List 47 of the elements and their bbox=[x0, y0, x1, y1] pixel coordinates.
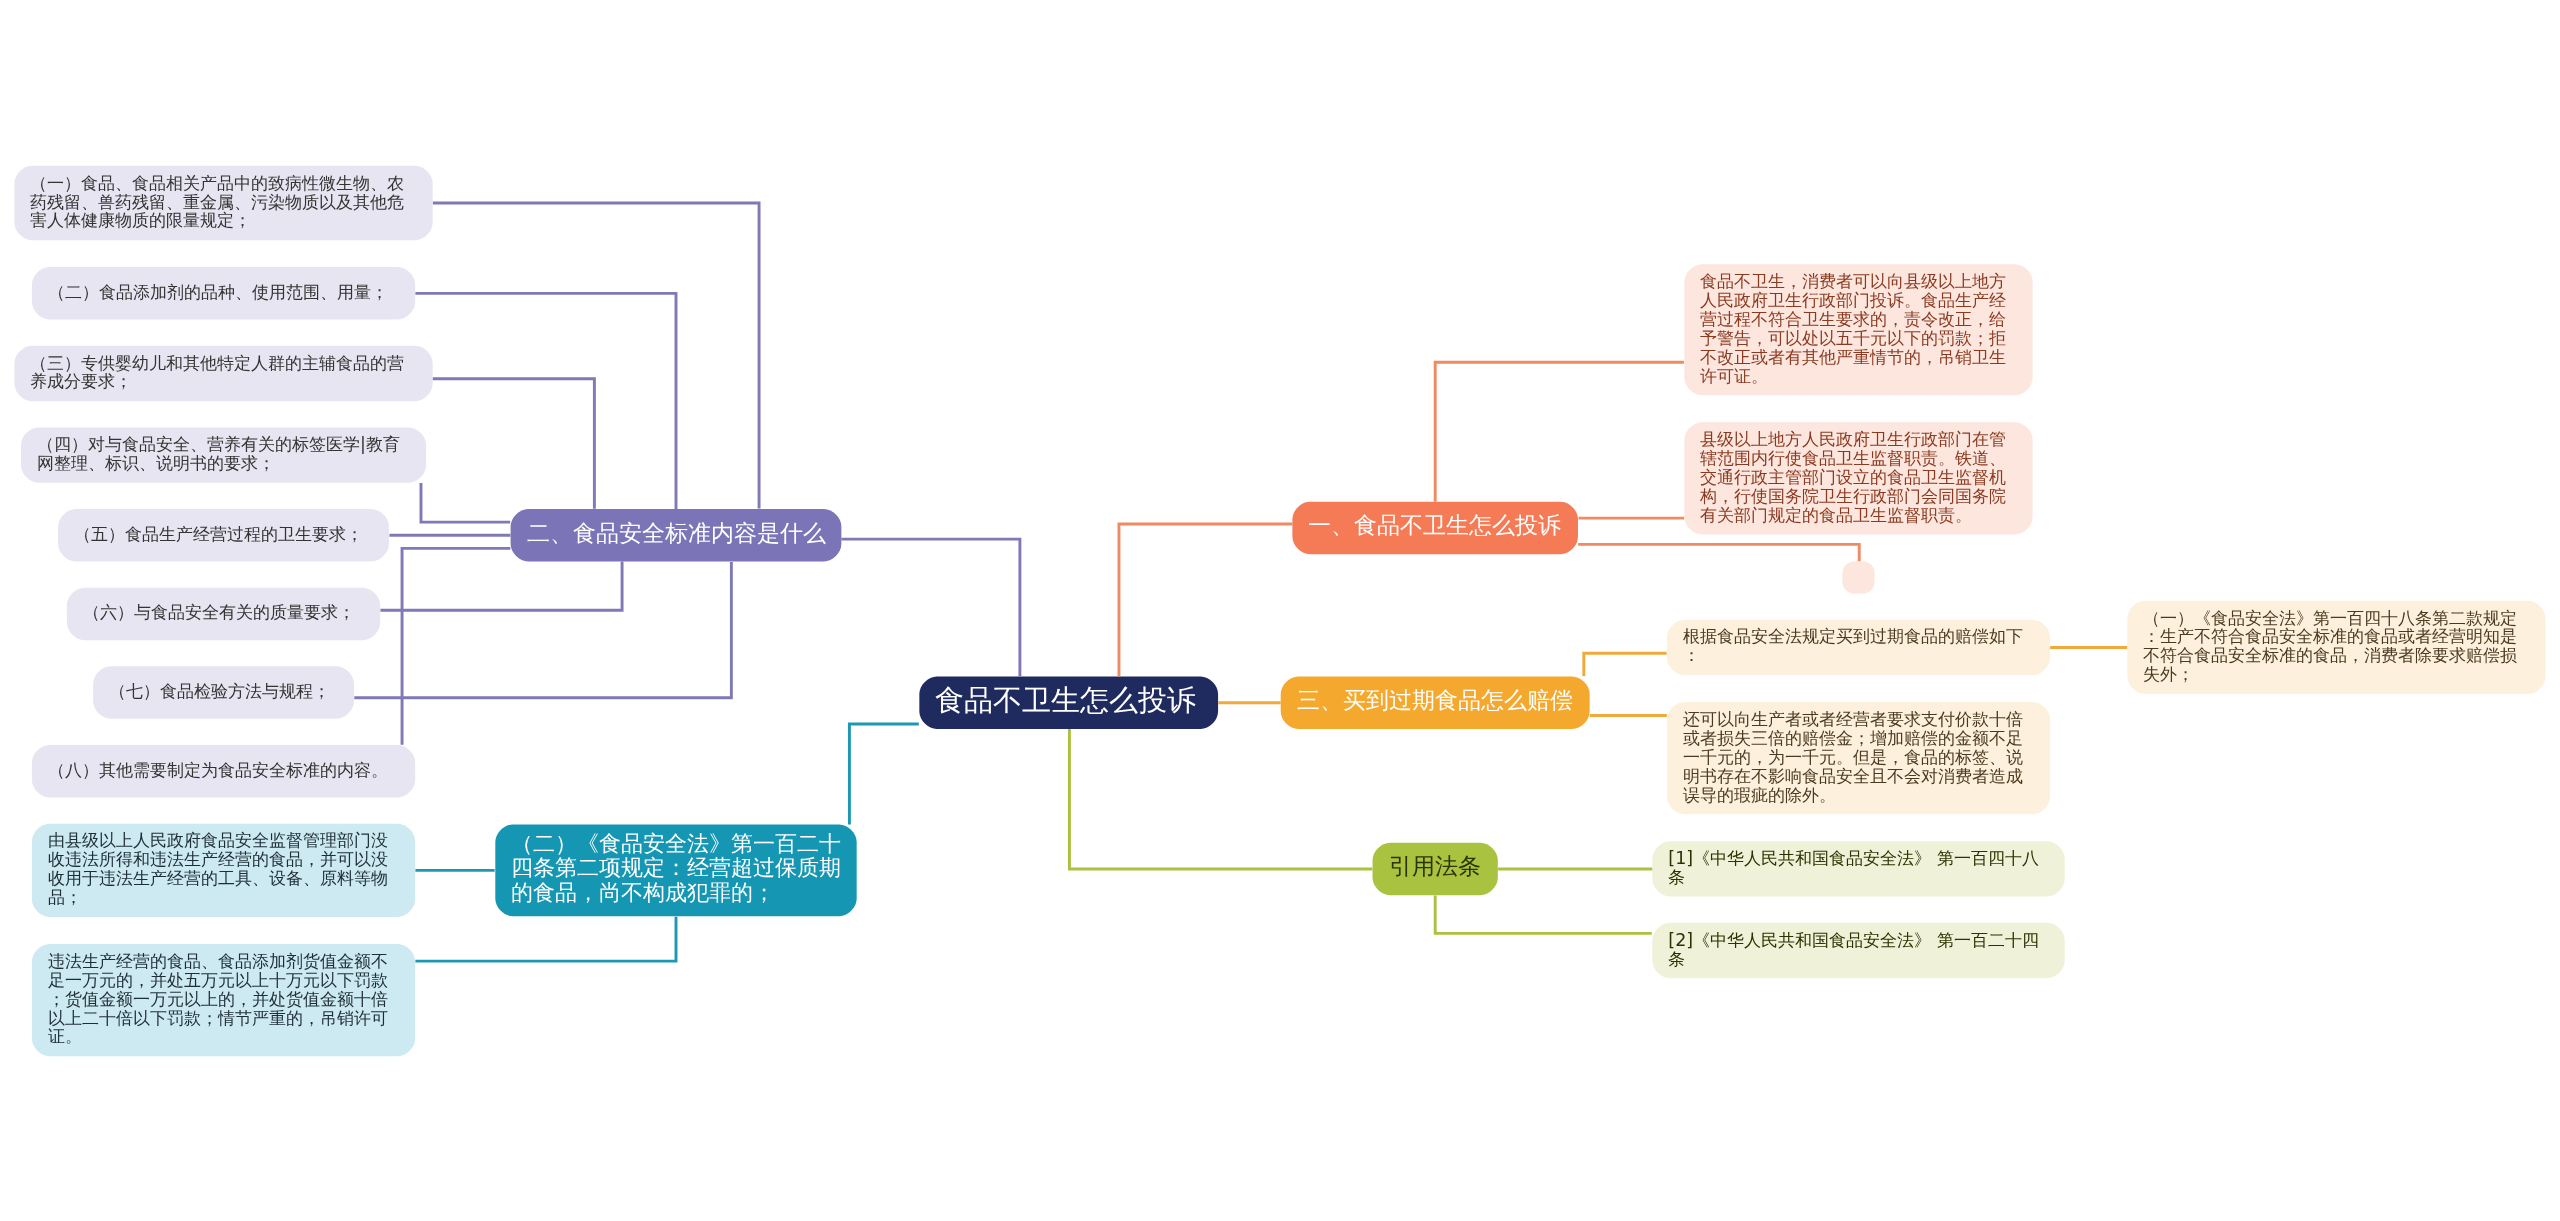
connector bbox=[1117, 522, 1293, 676]
node-box: 食品不卫生，消费者可以向县级以上地方人民政府卫生行政部门投诉。食品生产经营过程不符合卫生要求的，责令改正，给予警告，可以处以五千元以下的罚款；拒不改正或者有其他严重情节的，吊销卫生许可证。 bbox=[1684, 263, 2033, 395]
node-box: 还可以向生产者或者经营者要求支付价款十倍或者损失三倍的赔偿金；增加赔偿的金额不足一千元的，为一千元。但是，食品的标签、说明书存在不影响食品安全且不会对消费者造成误导的瑕疵的除外。 bbox=[1666, 701, 2051, 814]
node-box bbox=[1842, 560, 1875, 593]
node-box: （二）《食品安全法》第一百二十四条第二项规定：经营超过保质期的食品，尚不构成犯罪的； bbox=[495, 824, 857, 916]
node-box: 二、食品安全标准内容是什么 bbox=[510, 508, 842, 561]
node-box: （八）其他需要制定为食品安全标准的内容。 bbox=[31, 744, 416, 797]
connector bbox=[419, 482, 511, 524]
connector bbox=[1578, 542, 1861, 561]
node-box: （六）与食品安全有关的质量要求； bbox=[66, 587, 381, 640]
node-box: 引用法条 bbox=[1372, 842, 1498, 895]
node-box: 违法生产经营的食品、食品添加剂货值金额不足一万元的，并处五万元以上十万元以下罚款；货值金额一万元以上的，并处货值金额十倍以上二十倍以下罚款；情节严重的，吊销许可证。 bbox=[31, 943, 416, 1056]
connector bbox=[389, 533, 511, 537]
connector bbox=[1578, 516, 1685, 520]
node-box: （一）食品、食品相关产品中的致病性微生物、农药残留、兽药残留、重金属、污染物质以及其他危害人体健康物质的限量规定； bbox=[14, 165, 433, 240]
connector bbox=[380, 560, 624, 612]
node-box: 食品不卫生怎么投诉 bbox=[919, 676, 1219, 729]
connector bbox=[400, 546, 511, 745]
connector bbox=[1582, 651, 1667, 676]
connector bbox=[1589, 713, 1667, 717]
node-box: （二）食品添加剂的品种、使用范围、用量； bbox=[31, 266, 416, 320]
node-box: （五）食品生产经营过程的卫生要求； bbox=[58, 508, 389, 561]
connector bbox=[841, 537, 1022, 676]
connector bbox=[432, 201, 761, 509]
node-box: 县级以上地方人民政府卫生行政部门在管辖范围内行使食品卫生监督职责。铁道、交通行政主管部门设立的食品卫生监督机构，行使国务院卫生行政部门会同国务院有关部门规定的食品卫生监督职责。 bbox=[1684, 421, 2033, 534]
connector bbox=[1498, 866, 1653, 870]
connector bbox=[415, 291, 678, 509]
connector bbox=[415, 916, 678, 963]
connector bbox=[1433, 360, 1684, 502]
node-box: （一）《食品安全法》第一百四十八条第二款规定：生产不符合食品安全标准的食品或者经营明知是不符合食品安全标准的食品，消费者除要求赔偿损失外； bbox=[2127, 600, 2546, 694]
connector bbox=[1068, 728, 1373, 870]
connector bbox=[1433, 895, 1652, 935]
connector bbox=[432, 376, 596, 509]
node-box: 一、食品不卫生怎么投诉 bbox=[1292, 501, 1578, 554]
node-box: （四）对与食品安全、营养有关的标签医学|教育网整理、标识、说明书的要求； bbox=[21, 426, 427, 483]
node-box: （三）专供婴幼儿和其他特定人群的主辅食品的营养成分要求； bbox=[14, 345, 433, 401]
node-box: [2]《中华人民共和国食品安全法》 第一百二十四条 bbox=[1652, 922, 2065, 978]
connector bbox=[415, 868, 495, 872]
node-box: [1]《中华人民共和国食品安全法》 第一百四十八条 bbox=[1652, 840, 2065, 897]
node-box: 根据食品安全法规定买到过期食品的赔偿如下： bbox=[1666, 619, 2051, 675]
connector bbox=[1218, 700, 1281, 704]
node-box: 三、买到过期食品怎么赔偿 bbox=[1280, 676, 1590, 729]
node-box: 由县级以上人民政府食品安全监督管理部门没收违法所得和违法生产经营的食品，并可以没收用于违法生产经营的工具、设备、原料等物品； bbox=[31, 823, 416, 917]
connector bbox=[2050, 645, 2128, 649]
connector bbox=[354, 561, 733, 699]
connector bbox=[847, 721, 919, 824]
node-box: （七）食品检验方法与规程； bbox=[93, 665, 354, 719]
